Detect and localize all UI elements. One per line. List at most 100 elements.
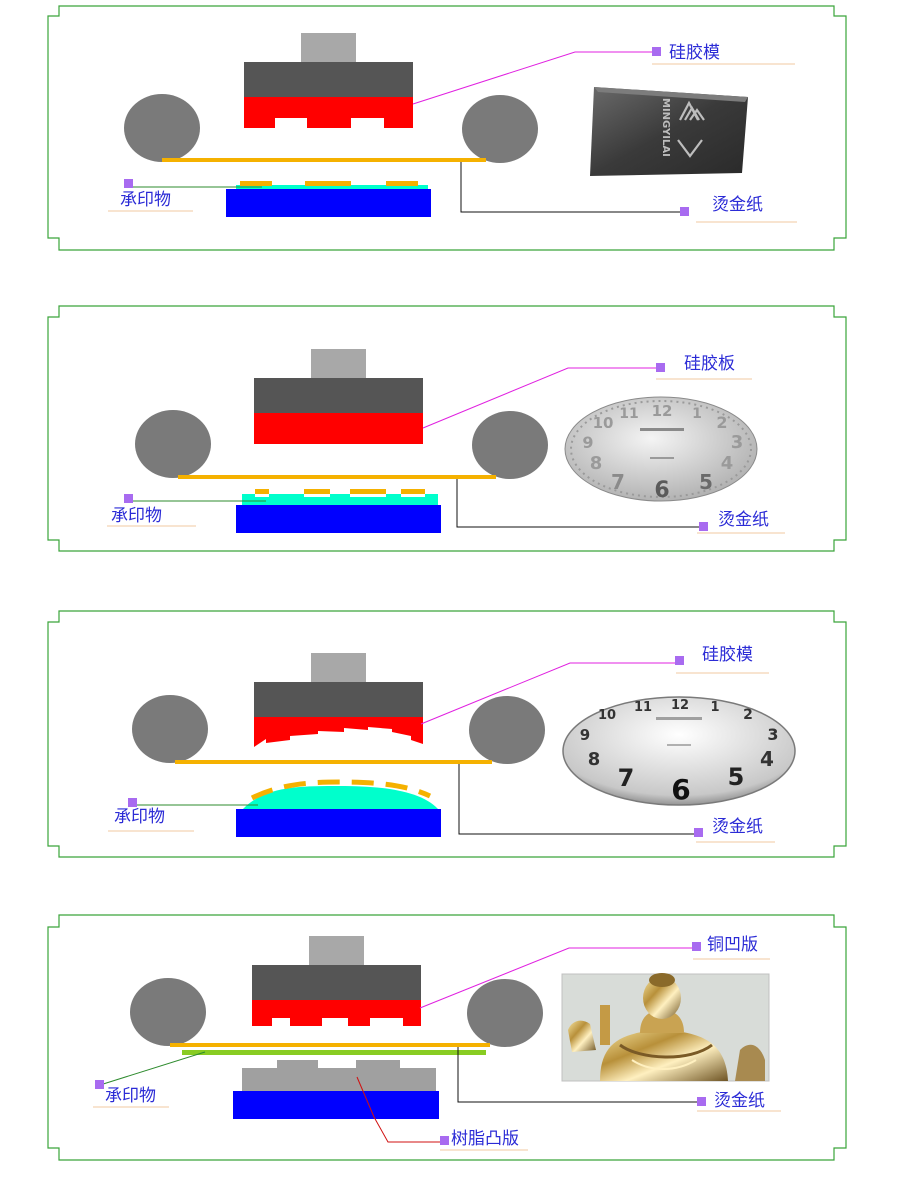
foil-transfer-mark [401, 489, 425, 494]
panel-4: 铜凹版 承印物 烫金纸 树脂凸版 [47, 914, 847, 1161]
label-foil: 烫金纸 [718, 510, 769, 530]
silicone-plate [254, 413, 423, 444]
substrate-base [226, 189, 431, 217]
foil-transfer-mark [350, 489, 386, 494]
dial-sub-text [650, 457, 674, 459]
dial-number: 9 [582, 433, 593, 452]
dial-number: 5 [699, 470, 713, 494]
foil-roller-left [124, 94, 200, 162]
dial-number: 8 [588, 749, 601, 770]
foil-strip [178, 475, 496, 479]
heated-plate [252, 965, 421, 1000]
leader-line-bottom [356, 1076, 441, 1143]
dial-number: 7 [618, 764, 635, 792]
label-marker [699, 522, 708, 531]
label-bottom: 树脂凸版 [451, 1129, 519, 1149]
label-left: 承印物 [114, 807, 165, 827]
silicone-mold-curved [254, 717, 423, 747]
logo-mark-icon [677, 100, 705, 158]
die-shank [301, 33, 356, 63]
leader-line-left [99, 1051, 206, 1086]
substrate-film [182, 1050, 486, 1055]
label-foil: 烫金纸 [712, 195, 763, 215]
label-left: 承印物 [105, 1086, 156, 1106]
label-marker [440, 1136, 449, 1145]
dial-number: 5 [728, 763, 745, 791]
foil-transfer-mark [304, 489, 330, 494]
flat-clock-dial-photo: 12 1 2 3 4 5 6 7 8 9 10 11 [564, 396, 758, 503]
logo-plate-photo: MINGYILAI [590, 87, 748, 176]
dial-number: 10 [593, 414, 614, 432]
foil-strip [175, 760, 492, 764]
dial-number: 2 [743, 707, 753, 723]
label-marker [697, 1097, 706, 1106]
dial-number: 1 [710, 700, 719, 715]
curved-clock-dial-photo: 12 1 2 3 4 5 6 7 8 9 10 11 [562, 696, 796, 806]
dial-brand-text [640, 428, 684, 431]
substrate-coating [236, 185, 428, 190]
leader-line-top [422, 367, 656, 429]
label-foil: 烫金纸 [712, 817, 763, 837]
leader-line-top [412, 51, 652, 105]
panel-3: 硅胶模 承印物 烫金纸 12 1 2 3 4 5 6 7 8 9 10 11 [47, 610, 847, 858]
dial-number: 3 [767, 725, 778, 744]
dial-sub-text [667, 744, 691, 746]
label-top: 硅胶模 [669, 43, 720, 63]
resin-relief-plate [242, 1060, 436, 1091]
dial-number: 4 [760, 747, 774, 771]
label-marker [675, 656, 684, 665]
label-marker [124, 494, 133, 503]
substrate-dome [243, 786, 438, 809]
dial-number: 2 [716, 413, 727, 432]
label-left: 承印物 [120, 190, 171, 210]
label-marker [124, 179, 133, 188]
foil-transfer-mark [240, 181, 272, 186]
label-marker [656, 363, 665, 372]
foil-transfer-arc [250, 779, 432, 801]
substrate-base [236, 809, 441, 837]
foil-roller-right [469, 696, 545, 764]
heated-plate [244, 62, 413, 97]
label-top: 硅胶模 [702, 645, 753, 665]
plate-brand-text: MINGYILAI [660, 98, 671, 157]
die-shank [311, 349, 366, 379]
label-top: 铜凹版 [707, 935, 758, 955]
label-marker [692, 942, 701, 951]
label-marker [95, 1080, 104, 1089]
leader-line-foil [457, 1047, 697, 1103]
heated-plate [254, 378, 423, 413]
copper-engraved-plate [252, 1000, 421, 1026]
dial-number: 4 [721, 453, 734, 474]
leader-line-foil [460, 162, 683, 213]
die-shank [311, 653, 366, 683]
dial-number: 8 [590, 453, 603, 474]
substrate-relief [242, 494, 438, 505]
leader-line-top [419, 947, 692, 1009]
dial-number: 11 [634, 700, 652, 715]
leader-line-foil [456, 479, 700, 528]
foil-transfer-mark [386, 181, 418, 186]
foil-roller-right [472, 411, 548, 479]
dial-number: 12 [652, 402, 673, 420]
foil-strip [162, 158, 486, 162]
silicone-mold [244, 97, 413, 128]
label-marker [128, 798, 137, 807]
dial-number: 12 [671, 698, 689, 713]
label-foil: 烫金纸 [714, 1091, 765, 1111]
foil-roller-right [462, 95, 538, 163]
foil-roller-left [132, 695, 208, 763]
golden-buddha-statue-photo [561, 973, 770, 1082]
label-marker [680, 207, 689, 216]
label-top: 硅胶板 [684, 354, 735, 374]
leader-line-top [420, 662, 675, 725]
foil-roller-left [135, 410, 211, 478]
dial-number: 10 [598, 708, 616, 723]
foil-roller-right [467, 979, 543, 1047]
label-left: 承印物 [111, 506, 162, 526]
die-shank [309, 936, 364, 966]
panel-1: 硅胶模 承印物 烫金纸 MINGYILAI [47, 5, 847, 251]
substrate-base [236, 505, 441, 533]
foil-transfer-mark [255, 489, 269, 494]
dial-number: 6 [671, 773, 690, 806]
